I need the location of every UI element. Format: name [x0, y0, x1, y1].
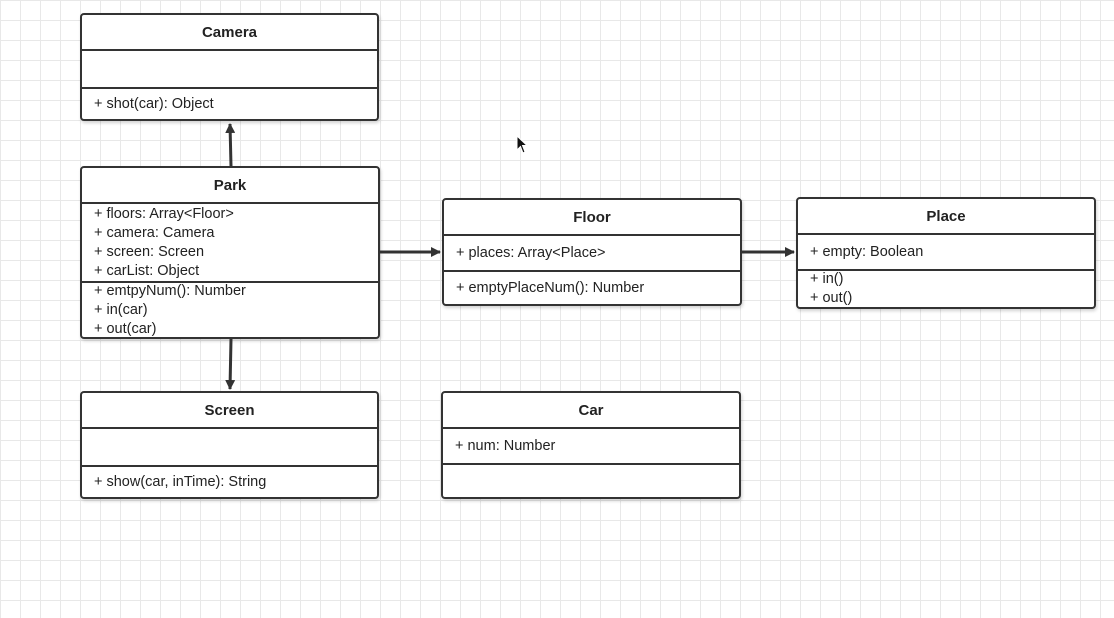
- method-row: + show(car, inTime): String: [94, 473, 267, 490]
- class-floor-methods: + emptyPlaceNum(): Number: [444, 272, 740, 304]
- attribute-row: + floors: Array<Floor>: [94, 205, 234, 222]
- class-camera-name: Camera: [82, 15, 377, 51]
- class-floor-name: Floor: [444, 200, 740, 236]
- class-screen-name: Screen: [82, 393, 377, 429]
- arrow-park-to-screen: [225, 338, 236, 390]
- class-park-name: Park: [82, 168, 378, 204]
- class-place-name: Place: [798, 199, 1094, 235]
- method-row: + in(): [810, 271, 844, 287]
- class-car-name: Car: [443, 393, 739, 429]
- class-place[interactable]: Place + empty: Boolean + in() + out(): [796, 197, 1096, 309]
- attribute-row: + camera: Camera: [94, 224, 215, 241]
- mouse-cursor-icon: [516, 135, 529, 154]
- attribute-row: + places: Array<Place>: [456, 244, 606, 261]
- class-car[interactable]: Car + num: Number: [441, 391, 741, 499]
- method-row: + emtpyNum(): Number: [94, 282, 246, 299]
- attribute-row: + carList: Object: [94, 262, 200, 279]
- class-car-methods: [443, 465, 739, 497]
- class-place-methods: + in() + out(): [798, 271, 1094, 307]
- attribute-row: + num: Number: [455, 437, 556, 454]
- method-row: + out(car): [94, 320, 157, 337]
- method-row: + shot(car): Object: [94, 95, 214, 112]
- class-park-methods: + emtpyNum(): Number + in(car) + out(car…: [82, 283, 378, 337]
- class-screen[interactable]: Screen + show(car, inTime): String: [80, 391, 379, 499]
- class-place-attributes: + empty: Boolean: [798, 235, 1094, 271]
- method-row: + in(car): [94, 301, 148, 318]
- class-camera-attributes: [82, 51, 377, 89]
- class-park[interactable]: Park + floors: Array<Floor> + camera: Ca…: [80, 166, 380, 339]
- method-row: + emptyPlaceNum(): Number: [456, 279, 645, 296]
- arrow-park-to-camera: [225, 123, 236, 167]
- class-camera[interactable]: Camera + shot(car): Object: [80, 13, 379, 121]
- class-floor-attributes: + places: Array<Place>: [444, 236, 740, 272]
- attribute-row: + empty: Boolean: [810, 243, 924, 260]
- attribute-row: + screen: Screen: [94, 243, 205, 260]
- class-floor[interactable]: Floor + places: Array<Place> + emptyPlac…: [442, 198, 742, 306]
- class-camera-methods: + shot(car): Object: [82, 89, 377, 119]
- class-screen-attributes: [82, 429, 377, 467]
- class-park-attributes: + floors: Array<Floor> + camera: Camera …: [82, 204, 378, 283]
- method-row: + out(): [810, 290, 853, 306]
- class-car-attributes: + num: Number: [443, 429, 739, 465]
- class-screen-methods: + show(car, inTime): String: [82, 467, 377, 497]
